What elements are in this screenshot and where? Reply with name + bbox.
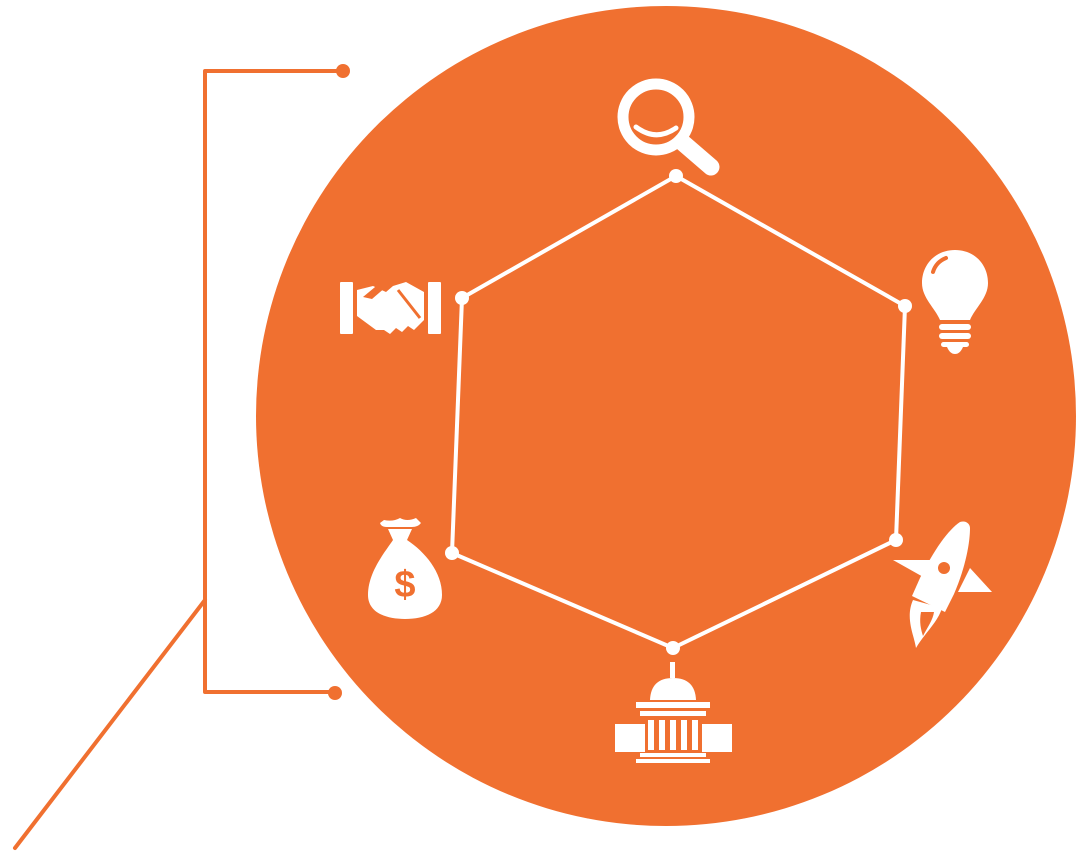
vertex-lower-right [889,533,903,547]
magnifying-glass-icon [617,78,720,176]
leader-line [13,598,207,850]
rocket-icon [893,521,992,648]
lightbulb-icon [922,250,988,354]
vertex-upper-right [898,299,912,313]
bracket-connector [13,69,345,850]
handshake-icon [340,278,441,334]
bracket-bottom-dot [328,686,342,700]
bracket-top-dot [336,64,350,78]
hexagon-vertices [445,169,912,655]
capitol-building-icon [615,662,732,763]
bracket-line [203,69,345,694]
svg-text:$: $ [394,564,415,606]
main-circle [256,6,1076,826]
vertex-upper-left [455,291,469,305]
money-bag-icon: $ [368,518,442,619]
vertex-bottom [666,641,680,655]
vertex-lower-left [445,546,459,560]
vertex-top [669,169,683,183]
